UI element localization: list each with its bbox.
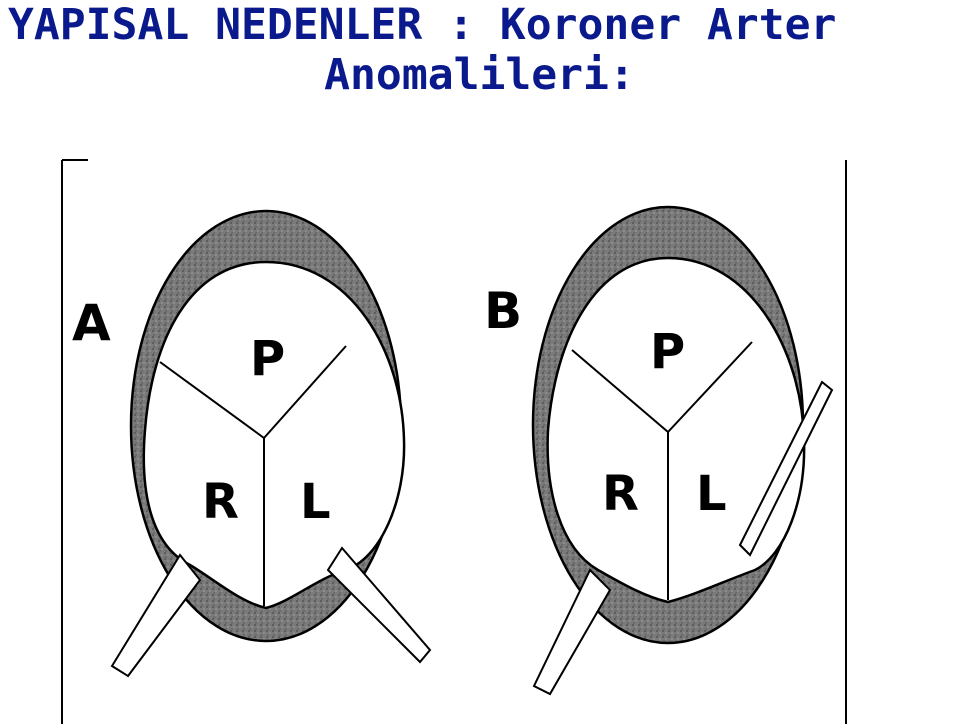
slide-title: YAPISAL NEDENLER : Koroner Arter Anomali…: [0, 0, 959, 100]
panel-b-cusp-r: R: [602, 466, 639, 522]
panel-a-cusp-p: P: [250, 331, 285, 387]
title-line-2: Anomalileri:: [324, 50, 635, 100]
panel-a-cusp-r: R: [202, 474, 239, 530]
panel-b-commissure-right: [571, 349, 669, 433]
panel-b-cusp-l: L: [696, 466, 727, 522]
coronary-anomaly-diagram: A P R L B P R L: [61, 159, 847, 724]
panel-b-label: B: [484, 282, 522, 340]
title-line-1: YAPISAL NEDENLER : Koroner Arter: [8, 0, 837, 50]
panel-a-label: A: [72, 294, 111, 352]
panel-a-right-coronary-artery: [110, 553, 202, 678]
panel-b-commissure-left: [667, 341, 753, 433]
panel-b-cusp-p: P: [650, 324, 685, 380]
panel-a-left-coronary-artery: [326, 546, 432, 664]
panel-b-right-coronary-artery: [532, 568, 612, 696]
panel-b-lumen: [546, 256, 806, 604]
panel-a-cusp-l: L: [300, 474, 331, 530]
panel-a-lumen: [142, 260, 406, 610]
panel-b-anomalous-left-coronary-artery: [738, 380, 834, 557]
panel-a-commissure-right: [159, 361, 265, 439]
panel-a: A P R L: [72, 209, 432, 678]
panel-a-commissure-left: [263, 345, 347, 439]
panel-b: B P R L: [484, 205, 834, 696]
